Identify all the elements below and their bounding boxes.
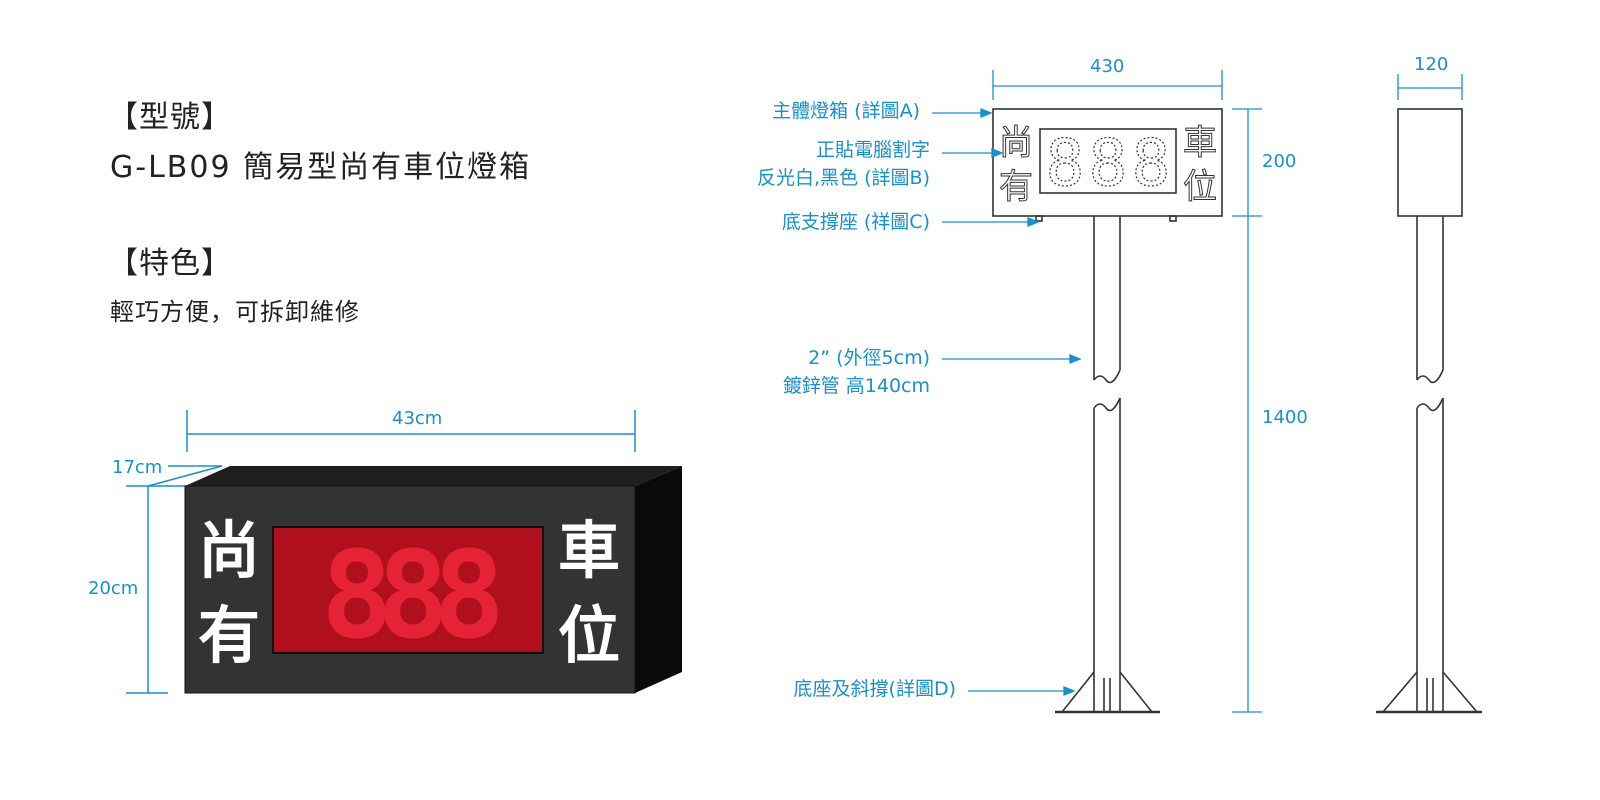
digit-2: 8 — [377, 527, 449, 666]
box-top-face — [185, 466, 682, 486]
char-shang: 尚 — [198, 514, 260, 587]
char-che: 車 — [558, 514, 620, 587]
box-side-face — [635, 466, 682, 693]
callout-base-brace: 底座及斜撐(詳圖D) — [793, 678, 956, 700]
drawing-digit-1: 8 — [1046, 127, 1085, 201]
model-name: G-LB09 簡易型尚有車位燈箱 — [110, 150, 532, 185]
feature-heading: 【特色】 — [108, 246, 232, 281]
feature-text: 輕巧方便，可拆卸維修 — [110, 298, 360, 326]
product-width-label: 43cm — [392, 408, 443, 429]
drawing-char-wei: 位 — [1183, 167, 1217, 207]
drawing-char-shang: 尚 — [999, 123, 1033, 163]
front-box-outline — [992, 108, 1223, 217]
drawing-dimensions — [992, 70, 1463, 713]
drawing-side-width-label: 120 — [1414, 54, 1449, 75]
digit-1: 8 — [321, 527, 393, 666]
digit-display — [272, 526, 544, 654]
drawing-digit-3: 8 — [1132, 127, 1171, 201]
product-depth-label: 17cm — [112, 457, 163, 478]
drawing-char-che: 車 — [1183, 123, 1217, 163]
drawing-box-height-label: 200 — [1262, 151, 1297, 172]
callout-pipe-line1: 2” (外徑5cm) — [808, 347, 930, 369]
callout-support-base: 底支撐座 (祥圖C) — [781, 211, 930, 233]
callout-lettering-line1: 正貼電腦割字 — [815, 139, 930, 161]
product-height-label: 20cm — [88, 578, 139, 599]
callout-pipe: 2” (外徑5cm) 鍍鋅管 高140cm — [783, 344, 930, 400]
char-you: 有 — [198, 599, 260, 672]
side-box-outline — [1397, 108, 1463, 217]
drawing-width-label: 430 — [1090, 56, 1125, 77]
callout-lettering: 正貼電腦割字 反光白,黑色 (詳圖B) — [757, 136, 930, 192]
digit-3: 8 — [433, 527, 505, 666]
drawing-pole-height-label: 1400 — [1262, 407, 1308, 428]
width-dimension — [126, 410, 636, 694]
model-heading: 【型號】 — [108, 100, 232, 135]
callout-pipe-line2: 鍍鋅管 高140cm — [782, 375, 930, 397]
char-wei: 位 — [558, 599, 620, 672]
drawing-char-you: 有 — [999, 167, 1033, 207]
callout-lettering-line2: 反光白,黑色 (詳圖B) — [757, 167, 930, 189]
front-display-outline — [1039, 128, 1177, 194]
callout-main-box: 主體燈箱 (詳圖A) — [772, 100, 920, 122]
drawing-digit-2: 8 — [1089, 127, 1128, 201]
